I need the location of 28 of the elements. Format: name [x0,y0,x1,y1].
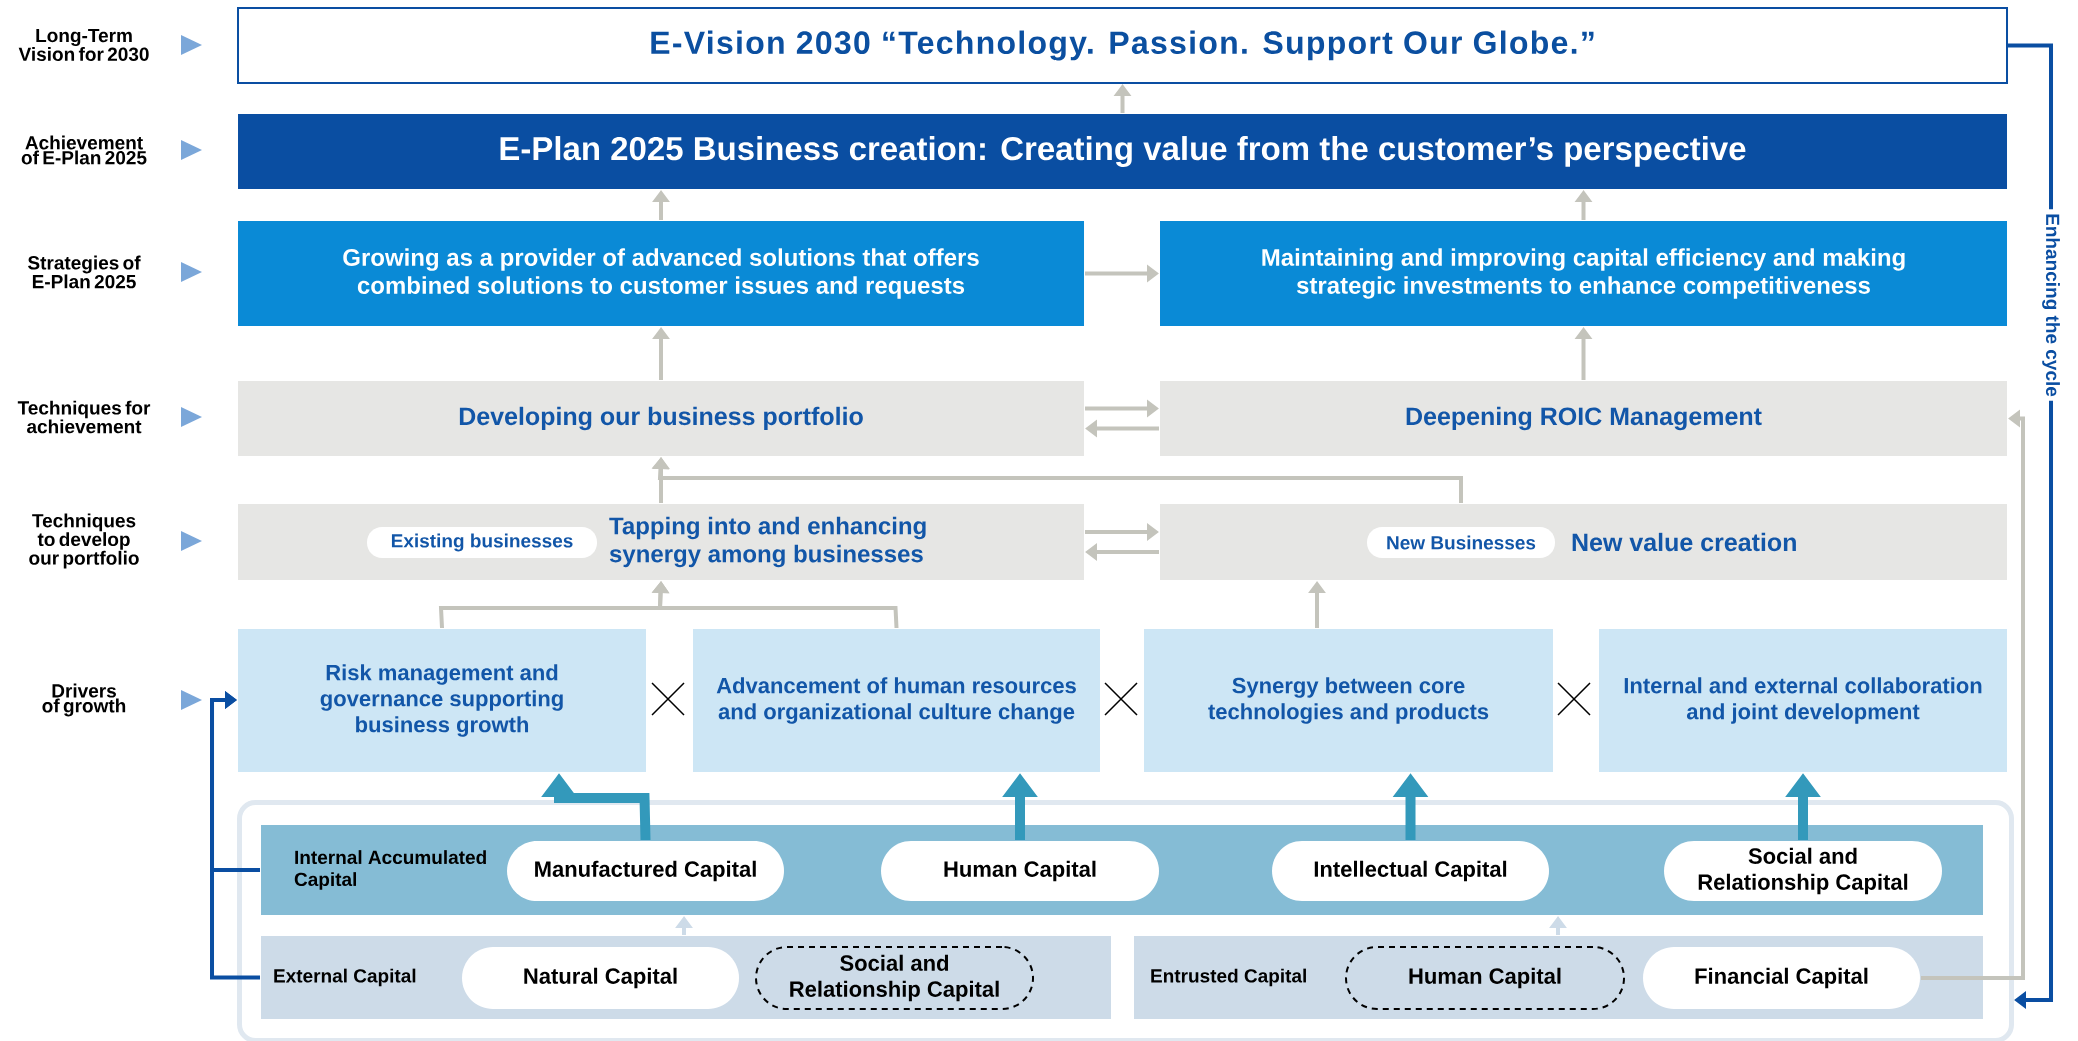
arrow [210,691,260,980]
row-label: Achievement of E-Plan 2025 [21,135,147,165]
driver-box: Synergy between core technologies and products [1144,629,1553,772]
business-tag: New Businesses [1367,527,1555,558]
strategy-box: Growing as a provider of advanced solutions that offers combined solutions to customer issues and requests [238,221,1084,326]
capital-pill: Intellectual Capital [1272,841,1549,901]
driver-box: Internal and external collaboration and joint development [1599,629,2007,772]
capital-pill: Manufactured Capital [507,841,784,901]
strategy-box: Maintaining and improving capital efficiency and making strategic investments to enhance competitiveness [1160,221,2007,326]
capital-pill: Human Capital [881,841,1159,901]
capital-pill: Social and Relationship Capital [755,946,1034,1010]
business-tag: Existing businesses [367,527,597,558]
technique-box: Deepening ROIC Management [1160,381,2007,456]
capital-pill: Financial Capital [1643,947,1920,1009]
driver-box: Advancement of human resources and organizational culture change [693,629,1100,772]
row-label: Techniques for achievement [17,400,151,434]
plan-banner: E-Plan 2025 Business creation: Creating value from the customer’s perspective [238,114,2007,189]
vision-banner: E-Vision 2030 “Technology. Passion. Support Our Globe.” [237,7,2008,84]
driver-box: Risk management and governance supporting business growth [238,629,646,772]
edge-label: Enhancing the cycle [2038,209,2064,401]
capital-pill: Natural Capital [462,947,739,1009]
capital-pill: Human Capital [1345,946,1625,1010]
row-label: Techniques to develop our portfolio [29,513,139,569]
row-label: Long-Term Vision for 2030 [18,28,149,62]
technique-box: Developing our business portfolio [238,381,1084,456]
row-label: Drivers of growth [42,683,126,717]
capital-pill: Social and Relationship Capital [1664,841,1942,901]
row-label: Strategies of E-Plan 2025 [28,255,141,289]
